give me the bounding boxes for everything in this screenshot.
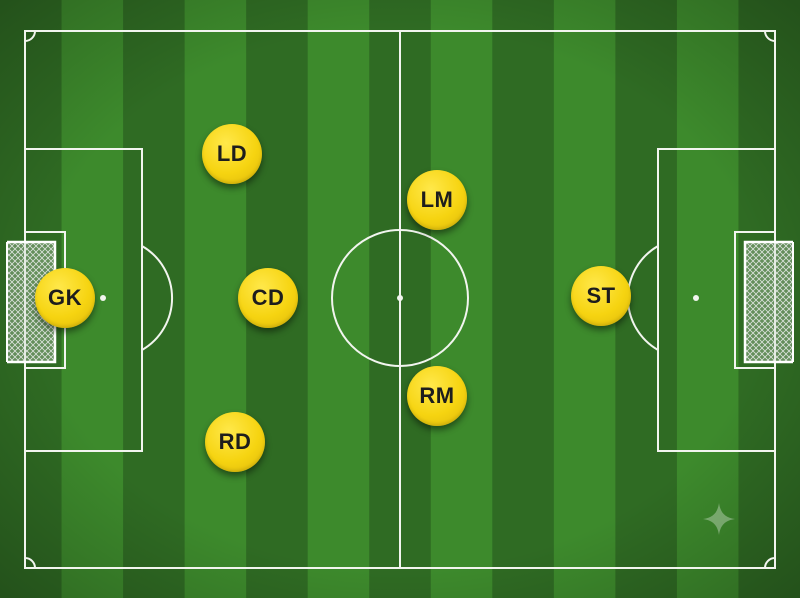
player-token-lm[interactable]: LM	[407, 170, 467, 230]
player-token-rm[interactable]: RM	[407, 366, 467, 426]
left-penalty-arc	[141, 245, 174, 351]
player-label: CD	[251, 285, 285, 310]
player-token-gk[interactable]: GK	[35, 268, 95, 328]
corner-arc-bottom-left	[24, 557, 36, 569]
corner-arc-top-right	[764, 30, 776, 42]
player-token-rd[interactable]: RD	[205, 412, 265, 472]
left-penalty-spot	[100, 295, 106, 301]
right-penalty-spot	[693, 295, 699, 301]
goal-net-icon	[743, 240, 794, 364]
player-label: LD	[216, 141, 248, 166]
player-label: LM	[420, 187, 454, 212]
corner-arc-bottom-right	[764, 557, 776, 569]
player-label: RM	[419, 383, 455, 408]
player-label: RD	[218, 429, 252, 454]
player-label: ST	[586, 283, 616, 308]
player-token-ld[interactable]: LD	[202, 124, 262, 184]
center-spot	[397, 295, 403, 301]
sparkle-icon	[703, 503, 735, 535]
player-token-st[interactable]: ST	[571, 266, 631, 326]
corner-arc-top-left	[24, 30, 36, 42]
player-token-cd[interactable]: CD	[238, 268, 298, 328]
player-label: GK	[48, 285, 82, 310]
center-circle	[331, 229, 469, 367]
